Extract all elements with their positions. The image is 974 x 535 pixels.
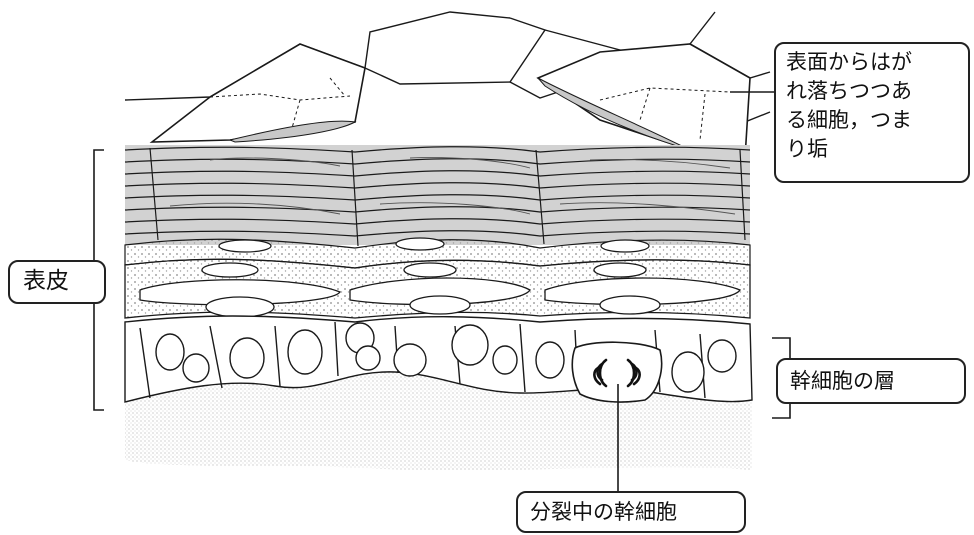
flaking-cells-label: 表面からはが れ落ちつつあ る細胞，つま り垢: [774, 42, 970, 183]
flaking-cells-label-line-2: れ落ちつつあ: [786, 77, 958, 106]
flaking-cells-label-line-3: る細胞，つま: [786, 106, 958, 135]
spinous-layer: [125, 259, 750, 318]
epidermis-label: 表皮: [8, 260, 106, 304]
dividing-stem-cell-label: 分裂中の幹細胞: [516, 491, 746, 533]
keratinized-cell-layers: [125, 145, 750, 246]
stem-cell-layer-label: 幹細胞の層: [776, 358, 966, 404]
dividing-stem-cell: [572, 342, 661, 402]
flaking-cells-label-line-4: り垢: [786, 135, 958, 164]
flaking-cells-label-line-1: 表面からはが: [786, 48, 958, 77]
